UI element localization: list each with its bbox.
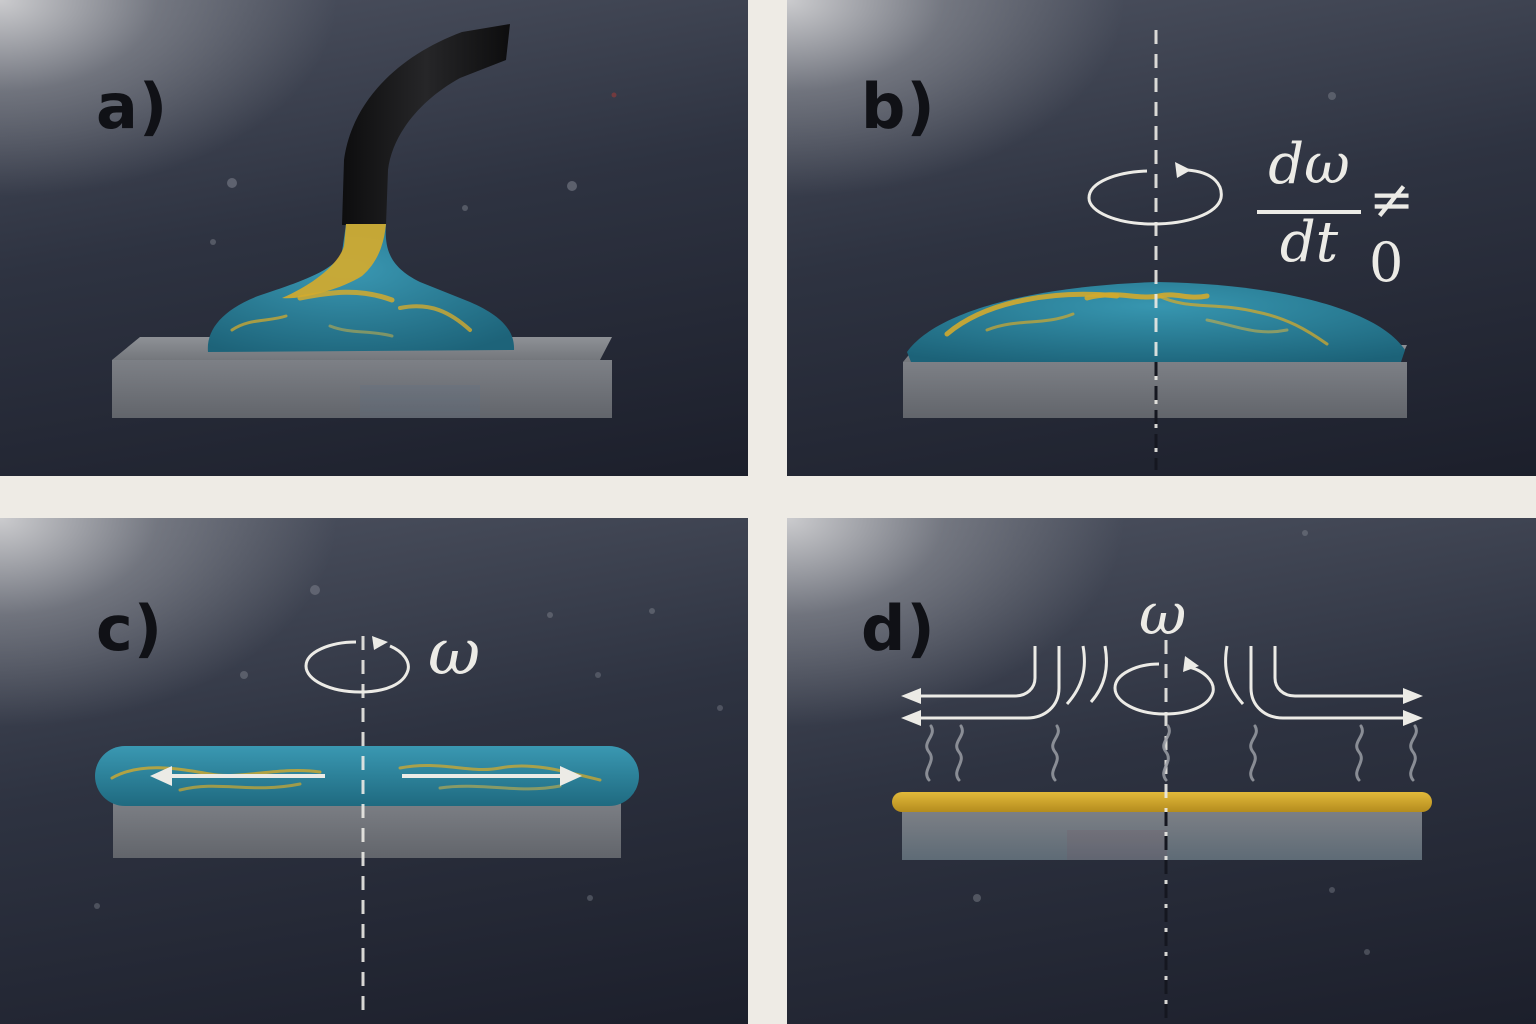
dust-speck	[210, 239, 216, 245]
outward-flow-arrow-left	[150, 766, 325, 786]
panel-a-illustration	[112, 24, 617, 418]
angular-velocity-symbol: ω	[1139, 580, 1187, 648]
rotation-arrow	[1087, 162, 1223, 226]
outward-flow-arrows-left	[901, 645, 1108, 726]
rotation-arrow	[1113, 656, 1215, 716]
panel-c-spin-off: ω c)	[0, 518, 748, 1024]
dust-speck	[567, 181, 577, 191]
dust-speck	[973, 894, 981, 902]
dust-speck	[94, 903, 100, 909]
dispensing-nozzle	[342, 24, 510, 225]
dust-speck	[1329, 887, 1335, 893]
panel-b-illustration	[903, 30, 1407, 470]
dust-speck	[717, 705, 723, 711]
panel-a-deposition: a)	[0, 0, 748, 476]
equation-value: 0	[1369, 231, 1404, 294]
panel-d-evaporation: ω d)	[787, 518, 1536, 1024]
dust-speck	[462, 205, 468, 211]
evaporation-wisps	[925, 724, 1418, 782]
outward-flow-arrow-right	[402, 766, 582, 786]
dust-speck	[1364, 949, 1370, 955]
thinning-fluid-film	[95, 746, 639, 806]
panel-d-illustration	[892, 530, 1432, 1018]
dust-speck	[227, 178, 237, 188]
dried-thin-film	[892, 792, 1432, 812]
panel-b-spin-up: dω dt ≠ 0 b)	[787, 0, 1536, 476]
outward-flow-arrows-right	[1224, 645, 1423, 726]
dust-speck	[547, 612, 553, 618]
rotation-arrow	[304, 636, 410, 694]
dust-speck	[587, 895, 593, 901]
panel-label: a)	[96, 70, 169, 143]
panel-label: c)	[96, 592, 164, 665]
dust-speck	[611, 92, 617, 98]
dust-speck	[240, 671, 248, 679]
panel-label: d)	[861, 592, 936, 665]
substrate	[113, 800, 621, 858]
dust-speck	[1302, 530, 1308, 536]
equation-denominator: dt	[1279, 210, 1339, 275]
not-equal-sign: ≠	[1369, 168, 1415, 231]
dust-speck	[595, 672, 601, 678]
panel-label: b)	[861, 70, 936, 143]
dust-speck	[649, 608, 655, 614]
equation-numerator: dω	[1268, 132, 1350, 197]
angular-velocity-symbol: ω	[428, 616, 481, 690]
dust-speck	[310, 585, 320, 595]
fluid-stream	[207, 224, 515, 352]
panel-c-illustration	[94, 585, 723, 1018]
substrate	[902, 810, 1422, 860]
angular-acceleration-equation: dω dt ≠ 0	[1257, 130, 1457, 294]
fraction-bar	[1257, 210, 1361, 214]
equation-relation: ≠ 0	[1369, 168, 1457, 294]
dust-speck	[1328, 92, 1336, 100]
